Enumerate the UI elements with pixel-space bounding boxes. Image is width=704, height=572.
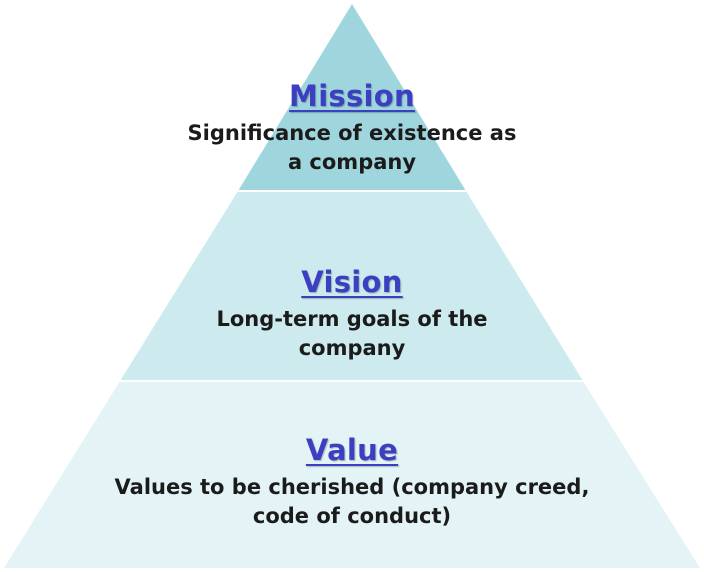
vision-title: Vision (301, 265, 403, 299)
value-tier-text: Value Values to be cherished (company cr… (0, 433, 704, 531)
mission-title: Mission (289, 79, 415, 113)
pyramid-tier-mission (238, 4, 466, 191)
mission-description: Significance of existence as a company (187, 121, 517, 174)
vision-description: Long-term goals of the company (216, 307, 488, 360)
mission-tier-text: Mission Significance of existence as a c… (0, 79, 704, 177)
pyramid-tier-value (4, 381, 700, 568)
pyramid-tier-vision (120, 191, 583, 381)
vision-tier-text: Vision Long-term goals of the company (0, 265, 704, 363)
value-title: Value (305, 433, 399, 467)
value-description: Values to be cherished (company creed, c… (114, 475, 590, 528)
